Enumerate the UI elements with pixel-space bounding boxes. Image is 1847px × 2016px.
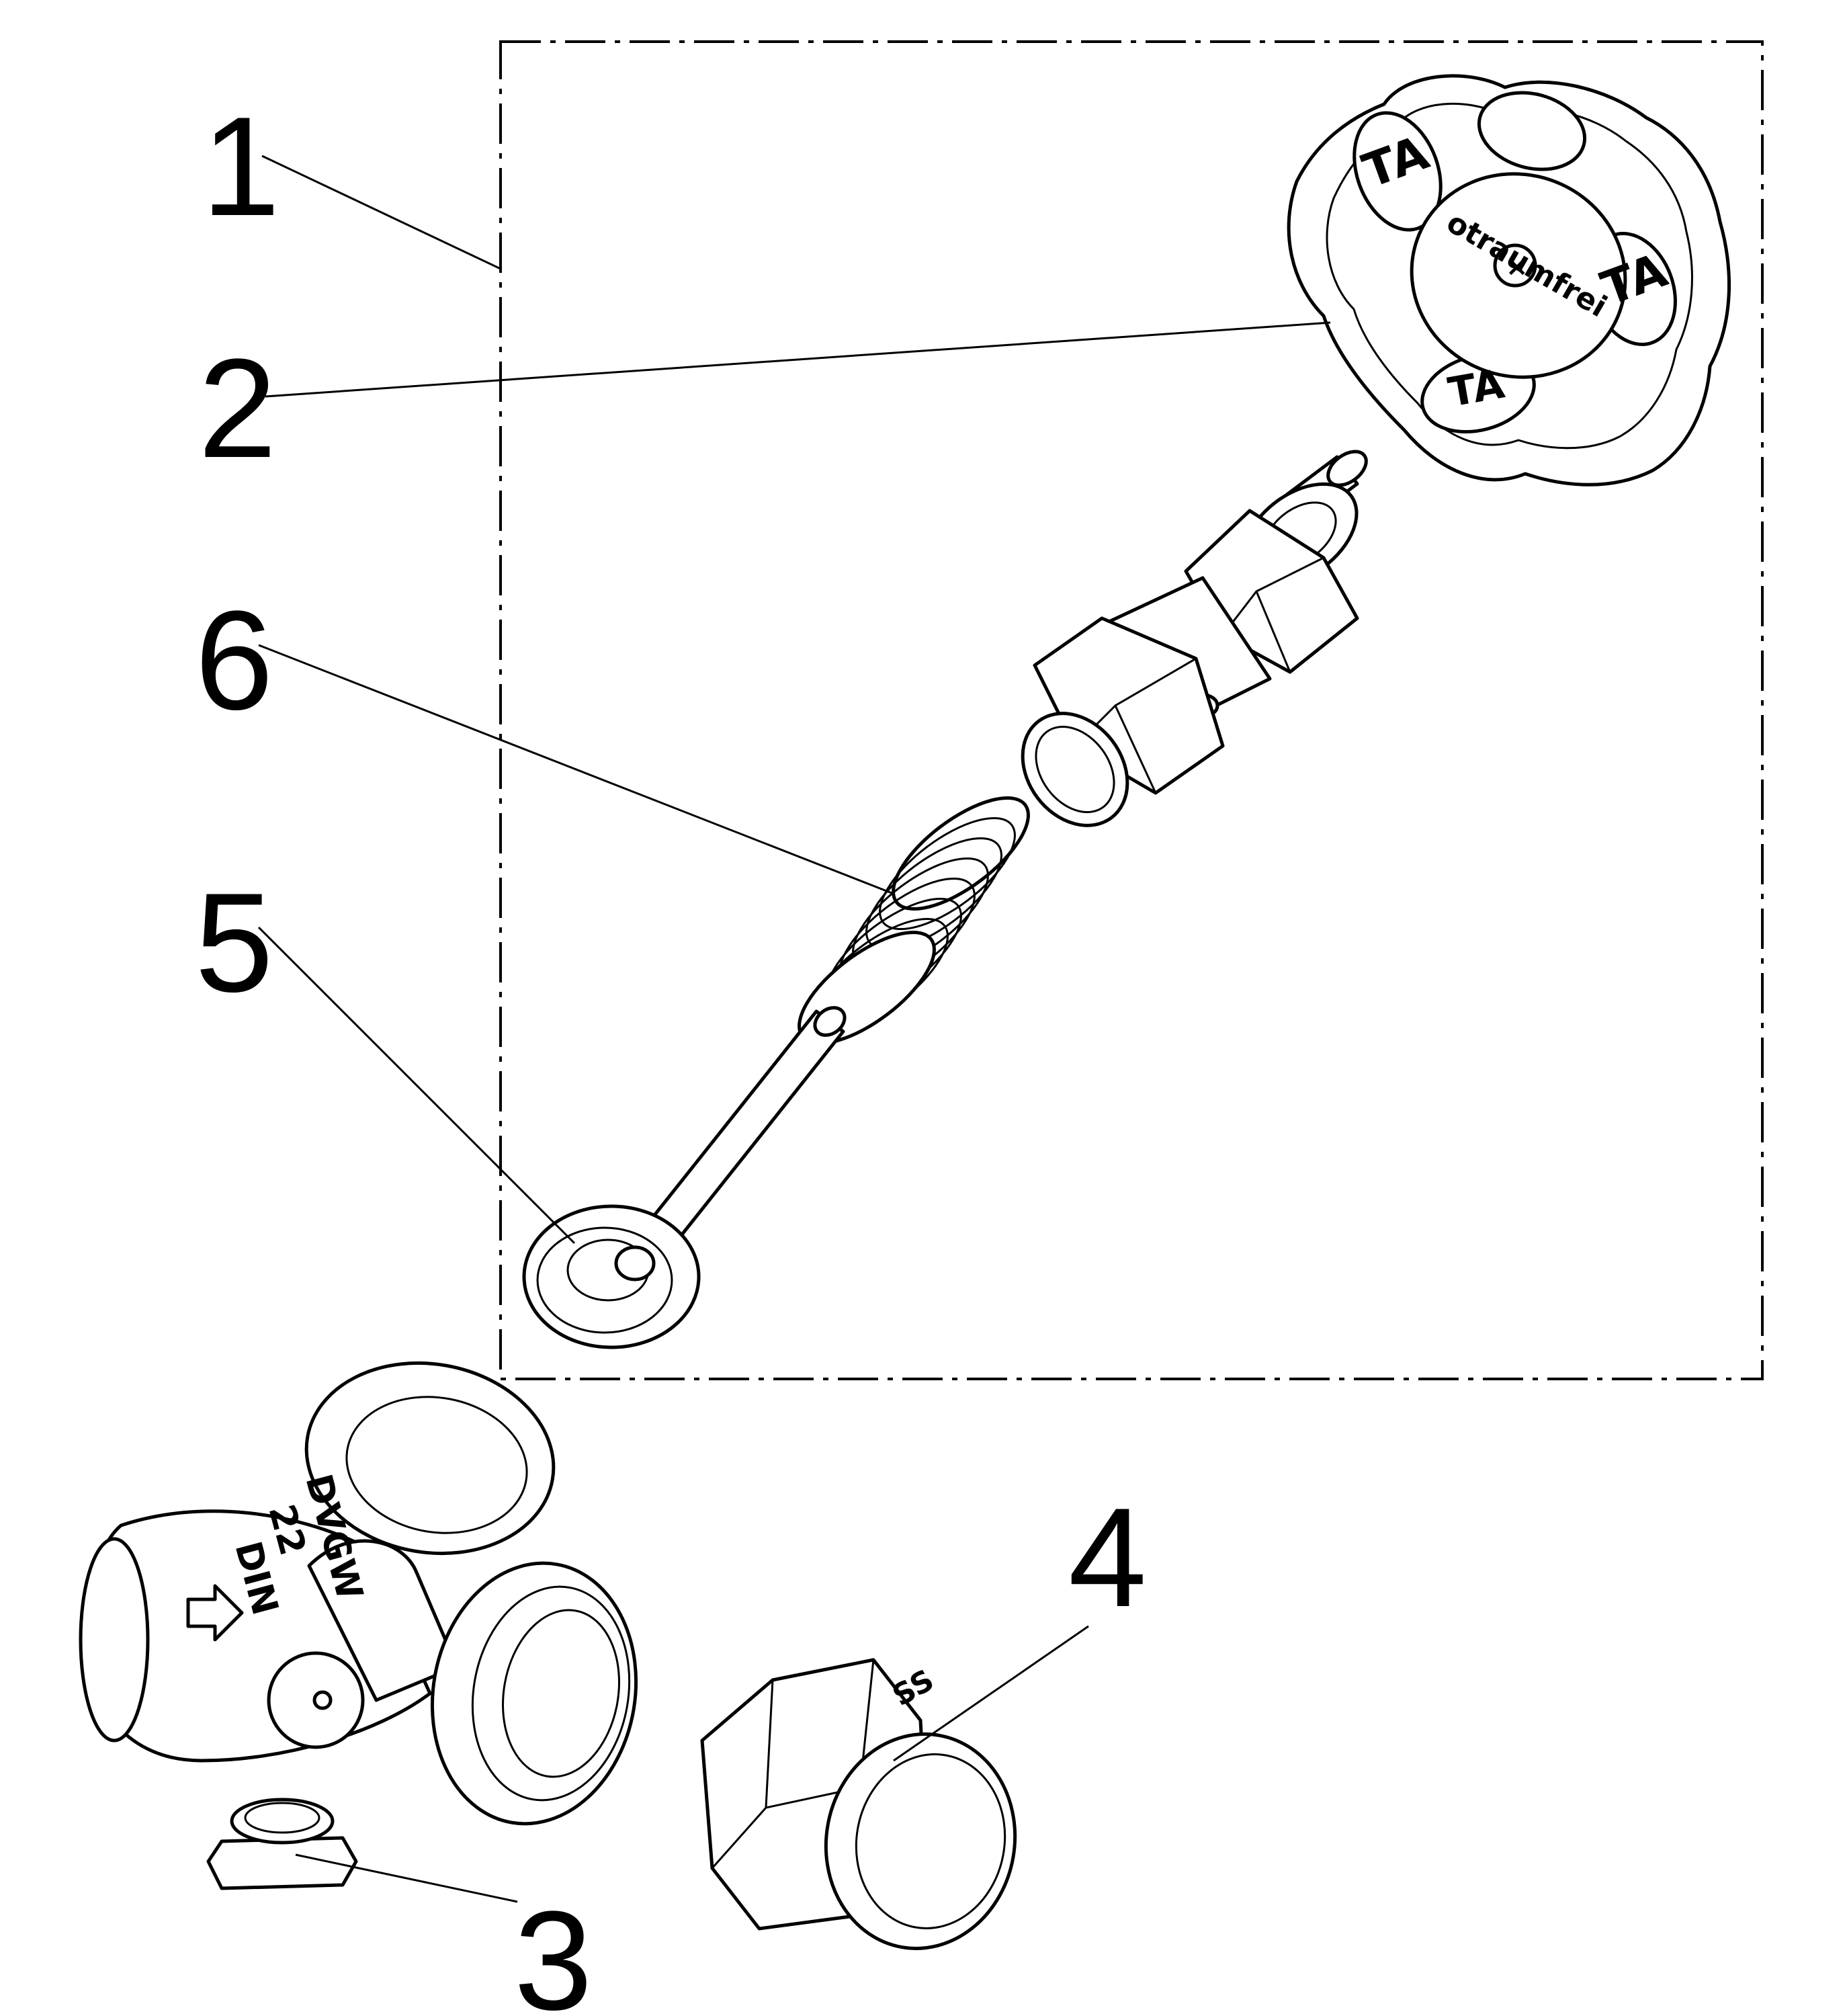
callout-2: 2 <box>198 329 277 487</box>
union-nut: SS <box>700 1658 1017 1950</box>
leader-6 <box>258 644 894 895</box>
handwheel: × otraumfrei TA TA TA <box>1287 74 1731 487</box>
callout-1: 1 <box>202 87 280 245</box>
leader-2 <box>265 321 1331 398</box>
valve-disc-pin <box>522 1006 847 1349</box>
leader-4 <box>893 1625 1089 1762</box>
callout-5: 5 <box>195 864 273 1021</box>
leader-1 <box>261 155 501 270</box>
valve-bonnet <box>1021 450 1368 827</box>
callout-4: 4 <box>1068 1478 1147 1636</box>
leader-3 <box>295 1853 518 1903</box>
handwheel-logo-3: TA <box>1445 360 1508 416</box>
drain-plug <box>206 1798 358 1890</box>
flow-arrow-icon <box>186 1584 244 1642</box>
leader-5 <box>257 926 576 1245</box>
callout-3: 3 <box>514 1882 593 2016</box>
callout-6: 6 <box>195 581 273 739</box>
handwheel-screw-mark: × <box>1506 251 1529 282</box>
assembly-group-frame <box>499 40 1764 1380</box>
valve-body: DVGW 22 DIN <box>79 1361 638 1826</box>
